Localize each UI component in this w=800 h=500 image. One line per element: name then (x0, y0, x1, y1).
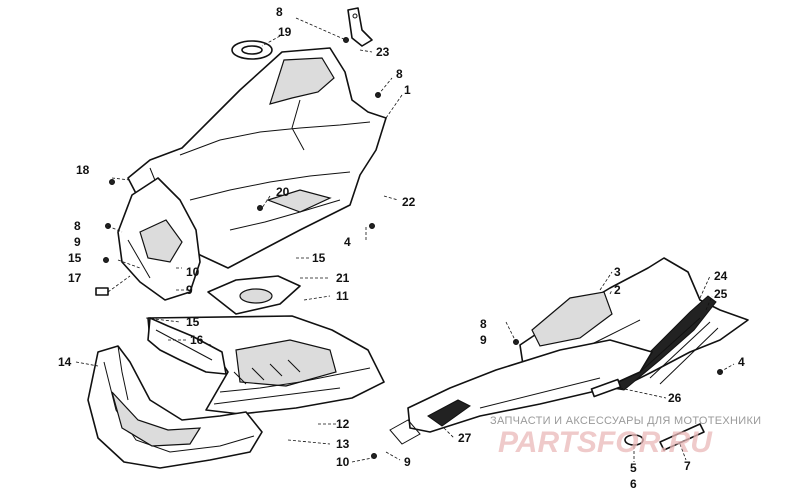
left-side-panel-part (117, 177, 201, 301)
callout-8-left: 8 (74, 219, 81, 233)
console-cover-part (127, 47, 387, 269)
callout-15-low: 15 (186, 315, 200, 329)
callout-10-bottom: 10 (336, 455, 350, 469)
callout-3: 3 (614, 265, 621, 279)
callout-9-pan: 9 (480, 333, 487, 347)
callout-20: 20 (276, 185, 290, 199)
callout-22: 22 (402, 195, 416, 209)
callout-15-left: 15 (68, 251, 82, 265)
callout-14: 14 (58, 355, 72, 369)
fasteners (95, 37, 723, 459)
callout-7: 7 (684, 459, 691, 473)
front-bumper-part (87, 345, 263, 469)
callout-17: 17 (68, 271, 82, 285)
callout-15-mid: 15 (312, 251, 326, 265)
callout-16: 16 (190, 333, 204, 347)
callout-4-right: 4 (738, 355, 745, 369)
running-board-part (389, 339, 653, 445)
belly-pan-part (147, 315, 385, 415)
callout-23: 23 (376, 45, 390, 59)
callout-5: 5 (630, 461, 637, 475)
callout-2: 2 (614, 283, 621, 297)
callout-24: 24 (714, 269, 728, 283)
callout-9-bottom: 9 (404, 455, 411, 469)
callout-8-pan: 8 (480, 317, 487, 331)
heat-shield-part (147, 317, 227, 375)
callout-26: 26 (668, 391, 682, 405)
callout-labels: 8 19 23 8 1 18 20 22 8 9 4 15 15 10 17 9… (58, 5, 745, 491)
callout-8-right: 8 (396, 67, 403, 81)
callout-19: 19 (278, 25, 292, 39)
small-hardware-parts (590, 378, 705, 451)
callout-25: 25 (714, 287, 728, 301)
callout-12: 12 (336, 417, 350, 431)
bracket-part (347, 7, 373, 47)
callout-9-left: 9 (74, 235, 81, 249)
floor-plate-part (207, 275, 301, 315)
callout-18: 18 (76, 163, 90, 177)
callout-21: 21 (336, 271, 350, 285)
callout-8-top: 8 (276, 5, 283, 19)
leader-lines (75, 17, 735, 463)
callout-1: 1 (404, 83, 411, 97)
watermark-logo: PARTSFOR.RU (498, 426, 713, 459)
callout-4-mid: 4 (344, 235, 351, 249)
callout-13: 13 (336, 437, 350, 451)
fuel-cap-ring-part (231, 40, 273, 60)
callout-27: 27 (458, 431, 472, 445)
callout-10-left: 10 (186, 265, 200, 279)
watermark: ЗАПЧАСТИ И АКСЕССУАРЫ ДЛЯ МОТОТЕХНИКИ PA… (490, 415, 761, 459)
callout-11: 11 (336, 289, 349, 303)
callout-6: 6 (630, 477, 637, 491)
watermark-tagline: ЗАПЧАСТИ И АКСЕССУАРЫ ДЛЯ МОТОТЕХНИКИ (490, 415, 761, 427)
callout-9-mid: 9 (186, 283, 193, 297)
